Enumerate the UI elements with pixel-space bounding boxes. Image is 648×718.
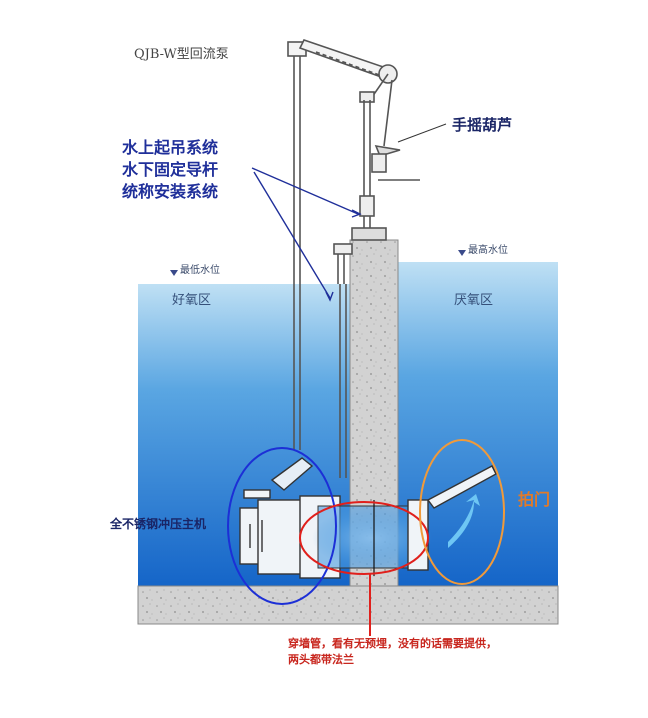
- callout-pointers: [251, 167, 362, 302]
- flap-circle: [419, 439, 505, 585]
- hoist-label: 手摇葫芦: [452, 116, 513, 134]
- callout-line-3: 统称安装系统: [122, 182, 219, 201]
- high-level-marker: [458, 250, 466, 256]
- low-level-marker: [170, 270, 178, 276]
- aerobic-zone-label: 好氧区: [172, 293, 212, 308]
- low-water-level-label: 最低水位: [180, 265, 220, 276]
- pipe-note-line-2: 两头都带法兰: [288, 653, 354, 666]
- hoist-crane: [287, 39, 420, 478]
- pipe-note-line-1: 穿墙管，看有无预埋，没有的话需要提供，: [288, 637, 497, 650]
- flap-label: 拍门: [518, 490, 551, 509]
- hoist-pointer: [397, 123, 447, 143]
- flap-valve: [407, 465, 497, 571]
- callout-line-2: 水下固定导杆: [122, 160, 219, 179]
- diagram-title: QJB-W型回流泵: [134, 47, 229, 62]
- high-water-level-label: 最高水位: [468, 245, 508, 256]
- concrete-floor: [137, 585, 559, 625]
- anaerobic-zone-label: 厌氧区: [454, 293, 494, 308]
- flow-arrow: [448, 494, 480, 548]
- motor-label: 全不锈钢冲压主机: [110, 517, 207, 531]
- motor-circle: [227, 447, 337, 605]
- callout-line-1: 水上起吊系统: [122, 138, 219, 157]
- pipe-circle: [299, 501, 429, 575]
